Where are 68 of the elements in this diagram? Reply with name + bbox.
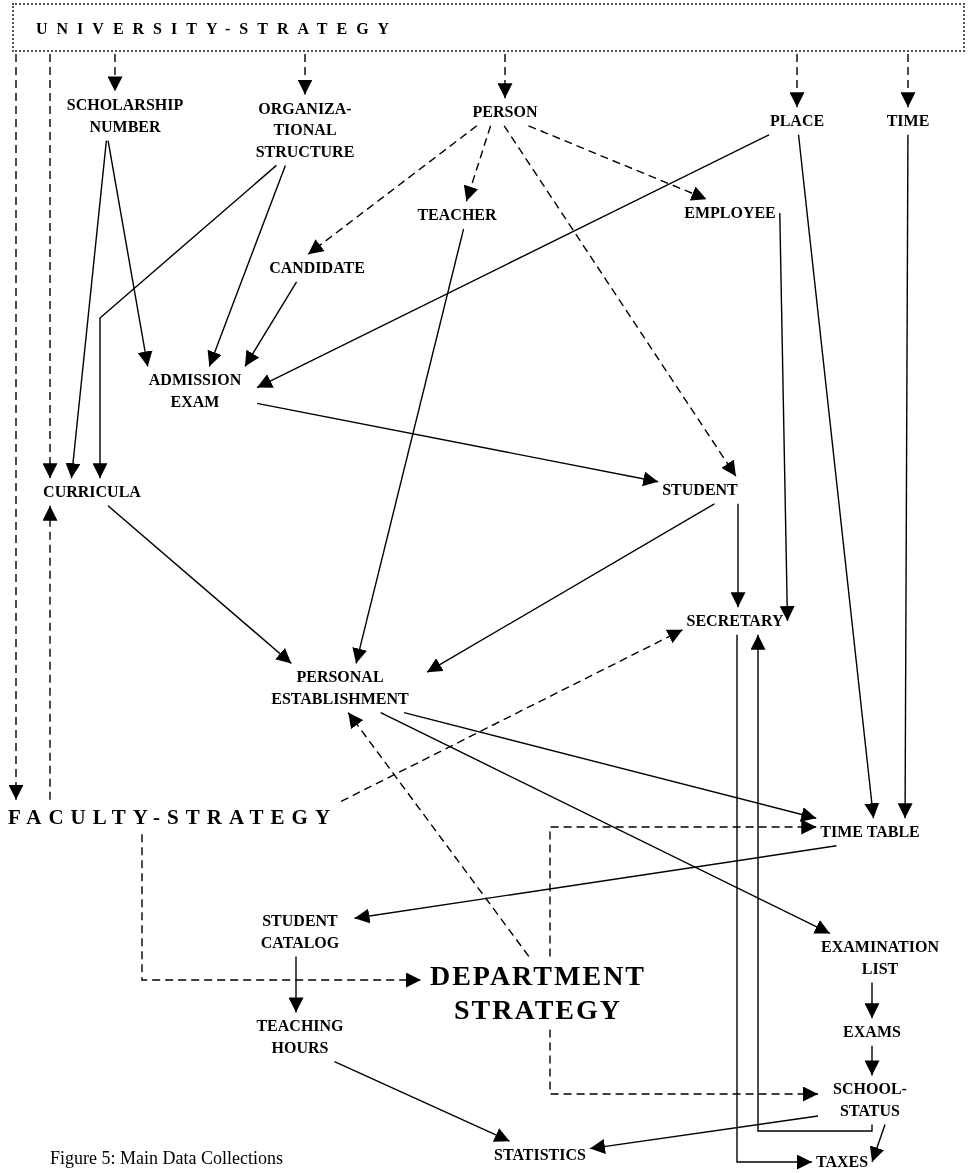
entity-label: CURRICULA: [41, 480, 143, 504]
arrow: [549, 1028, 819, 1102]
arrow: [750, 634, 873, 1132]
entity-label: PERSON: [470, 100, 540, 124]
arrow: [789, 53, 805, 108]
arrow: [92, 164, 278, 479]
entity-label: PERSONAL ESTABLISHMENT: [255, 665, 425, 711]
entity-label: STATISTICS: [492, 1143, 588, 1167]
arrow: [107, 505, 293, 665]
entity-label: TIME TABLE: [818, 820, 922, 844]
entity-label: TEACHER: [415, 203, 499, 227]
arrow: [379, 711, 831, 935]
arrow: [65, 139, 108, 479]
arrow: [900, 53, 916, 108]
arrow: [42, 505, 58, 801]
arrow: [549, 819, 817, 958]
entity-label: EXAMS: [841, 1020, 903, 1044]
arrow: [527, 125, 708, 201]
arrow: [42, 53, 58, 479]
entity-label: STUDENT: [660, 478, 740, 502]
entity-label: CANDIDATE: [267, 256, 367, 280]
arrow: [256, 134, 770, 389]
arrow: [141, 833, 422, 988]
arrow: [353, 845, 838, 924]
entity-label: SCHOLARSHIP NUMBER: [50, 93, 200, 139]
arrow: [426, 503, 716, 673]
arrow: [8, 53, 24, 801]
entity-label: EXAMINATION LIST: [810, 935, 950, 981]
arrow: [864, 981, 880, 1019]
arrow: [333, 1060, 511, 1142]
entity-label: SCHOOL-STATUS: [820, 1077, 920, 1123]
entity-label: ORGANIZA- TIONAL STRUCTURE: [247, 96, 363, 164]
figure-caption: Figure 5: Main Data Collections: [50, 1148, 283, 1169]
arrow: [897, 134, 913, 819]
arrow: [497, 53, 513, 99]
arrow: [503, 125, 737, 477]
strategy-box: [12, 3, 965, 52]
arrow: [207, 164, 287, 368]
arrow: [864, 1045, 880, 1077]
arrow: [297, 53, 313, 96]
arrow: [288, 955, 304, 1014]
arrow: [107, 53, 123, 93]
arrow: [403, 711, 817, 822]
entity-label: DEPARTMENT STRATEGY: [423, 958, 653, 1028]
entity-label: ADMISSION EXAM: [135, 368, 255, 414]
entity-label: FACULTY-STRATEGY: [6, 801, 340, 833]
arrow: [107, 139, 153, 368]
arrow: [730, 503, 746, 608]
entity-label: TIME: [884, 109, 932, 133]
arrow: [307, 125, 478, 255]
arrow: [589, 1115, 819, 1154]
arrow: [244, 281, 298, 368]
arrow: [736, 634, 813, 1170]
strategy-heading: UNIVERSITY-STRATEGY: [36, 19, 399, 39]
arrow: [779, 212, 795, 622]
entity-label: STUDENT CATALOG: [247, 909, 353, 955]
entity-label: TAXES: [813, 1150, 871, 1173]
arrow: [340, 629, 684, 803]
entity-label: TEACHING HOURS: [245, 1014, 355, 1060]
arrow: [869, 1123, 886, 1163]
arrow: [797, 134, 880, 819]
arrow: [352, 228, 465, 665]
entity-label: EMPLOYEE: [682, 201, 778, 225]
entity-label: SECRETARY: [684, 609, 786, 633]
entity-label: PLACE: [767, 109, 827, 133]
arrow: [256, 402, 659, 487]
arrow: [347, 711, 530, 958]
arrow: [463, 125, 492, 202]
